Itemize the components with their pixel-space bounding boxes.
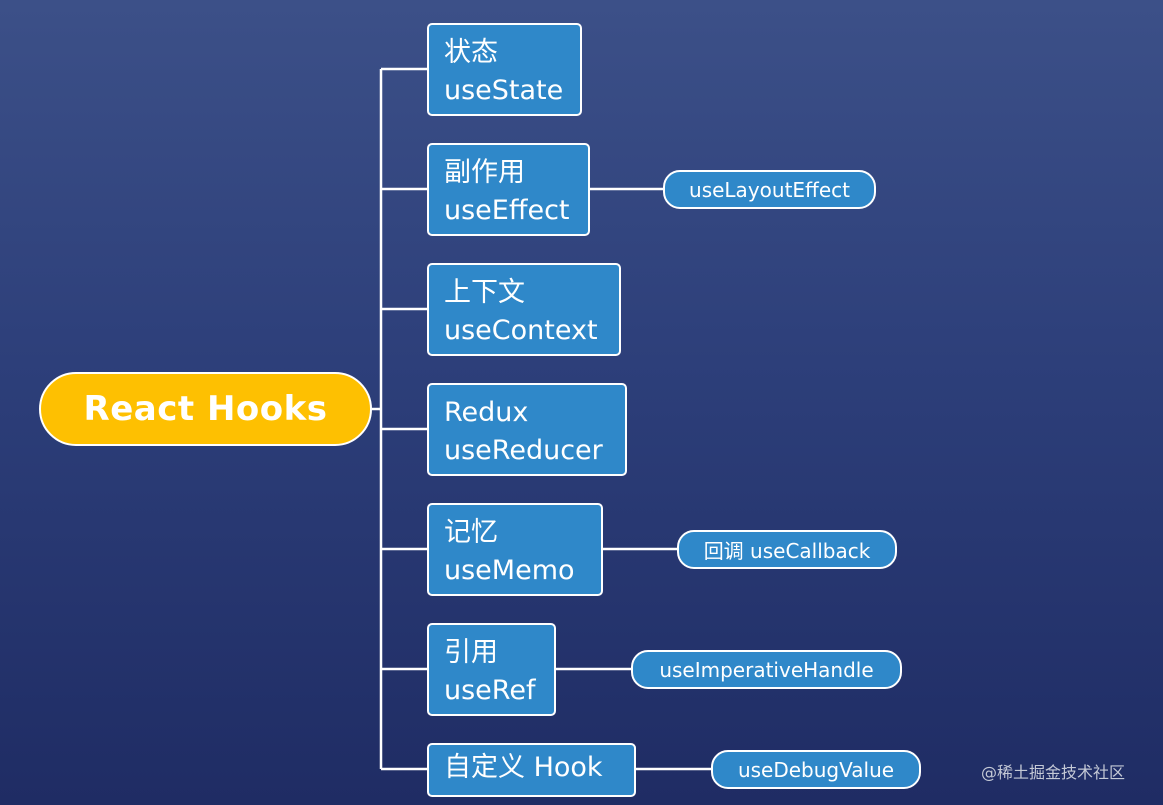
- branch-hook: useEffect: [444, 195, 570, 226]
- branch-node-effect: 副作用 useEffect: [427, 143, 590, 236]
- branch-title: 上下文: [444, 277, 525, 308]
- branch-hook: useState: [444, 75, 564, 106]
- branch-node-ref: 引用 useRef: [427, 623, 556, 716]
- branch-title: 副作用: [444, 157, 525, 188]
- root-node: React Hooks: [39, 372, 372, 446]
- branch-title: 记忆: [444, 517, 498, 548]
- branch-node-state: 状态 useState: [427, 23, 582, 116]
- branch-hook: useReducer: [444, 435, 603, 466]
- leaf-node-debug-value: useDebugValue: [711, 750, 921, 789]
- branch-node-context: 上下文 useContext: [427, 263, 621, 356]
- branch-title: 引用: [444, 637, 498, 668]
- branch-title: 状态: [444, 37, 498, 68]
- branch-title: Redux: [444, 397, 529, 428]
- leaf-node-layout-effect: useLayoutEffect: [663, 170, 876, 209]
- branch-node-custom-hook: 自定义 Hook: [427, 743, 636, 797]
- branch-hook: useRef: [444, 675, 536, 706]
- branch-hook: useContext: [444, 315, 598, 346]
- watermark-text: @稀土掘金技术社区: [981, 763, 1126, 782]
- branch-node-reducer: Redux useReducer: [427, 383, 627, 476]
- branch-title: 自定义 Hook: [444, 752, 603, 783]
- leaf-node-imperative-handle: useImperativeHandle: [631, 650, 902, 689]
- branch-node-memo: 记忆 useMemo: [427, 503, 603, 596]
- leaf-node-callback: 回调 useCallback: [677, 530, 897, 569]
- branch-hook: useMemo: [444, 555, 575, 586]
